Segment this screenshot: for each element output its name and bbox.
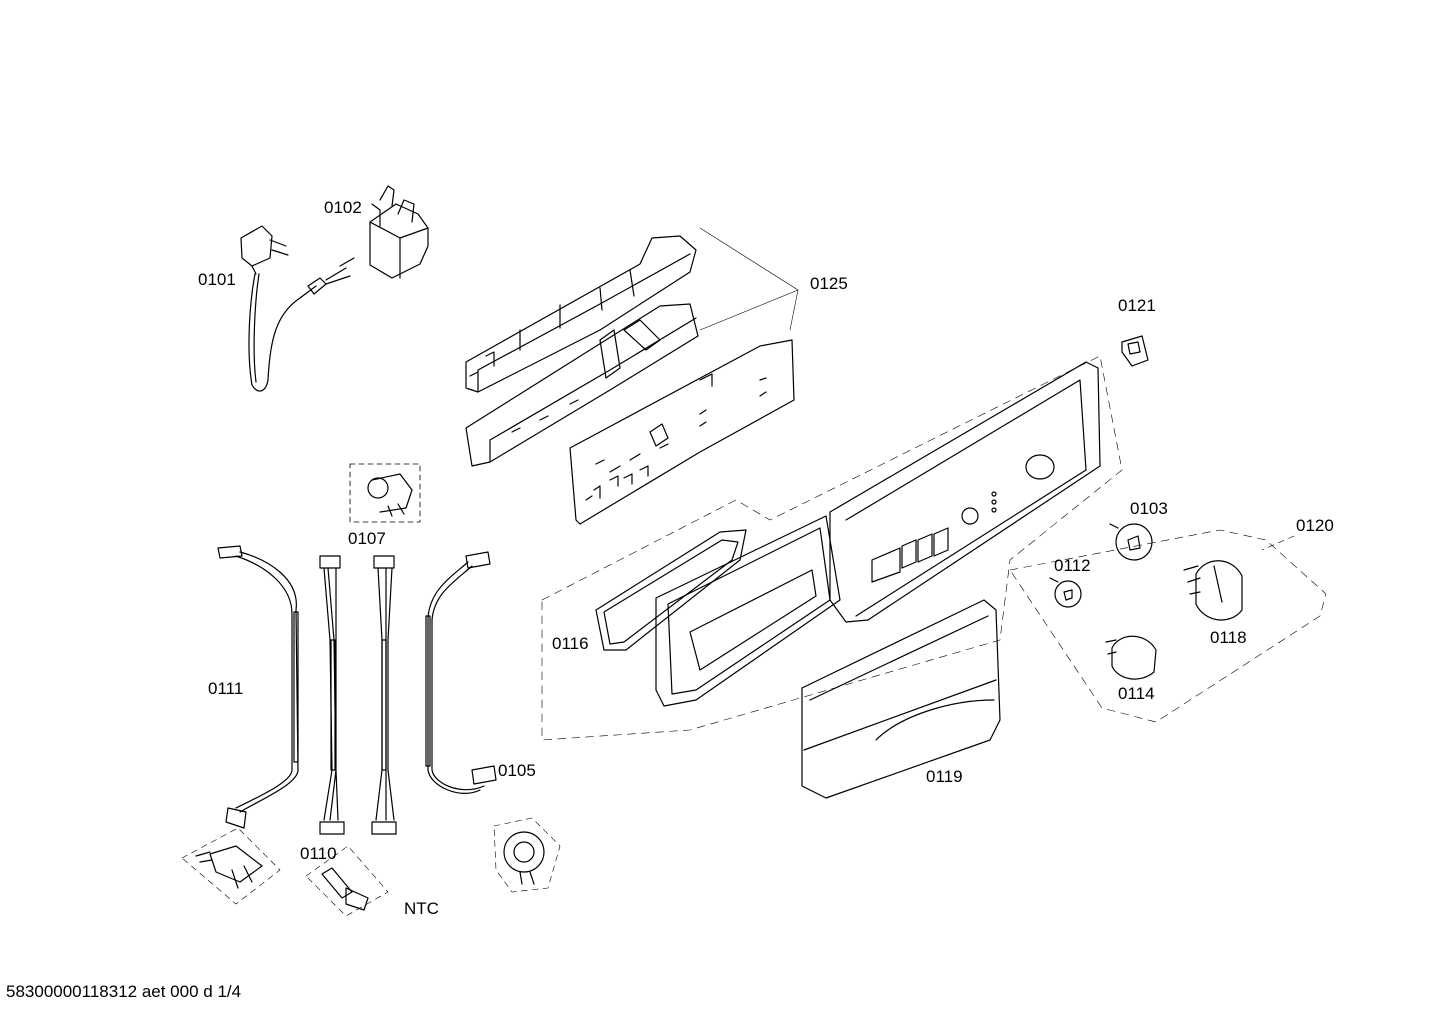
label-0119: 0119 (926, 767, 963, 786)
label-0118: 0118 (1210, 628, 1247, 647)
clip-0121 (1121, 335, 1149, 367)
label-ntc: NTC (404, 899, 439, 918)
heater-connector-group (181, 827, 281, 905)
wiring-harness-0111 (217, 545, 497, 835)
drawer-handle-0119 (801, 599, 1001, 799)
document-footer: 58300000118312 aet 000 d 1/4 (6, 982, 242, 1001)
label-0125: 0125 (810, 274, 848, 293)
label-0114: 0114 (1118, 684, 1155, 703)
control-panel-fascia-0116 (541, 355, 1123, 741)
ntc-sensor (305, 845, 389, 917)
label-0102: 0102 (324, 198, 362, 217)
label-0110: 0110 (300, 844, 337, 863)
label-0120: 0120 (1296, 516, 1334, 535)
label-0107: 0107 (348, 529, 386, 548)
power-cord-0101 (240, 225, 355, 392)
suppressor-0102 (369, 185, 429, 279)
control-module-frame-0125 (465, 227, 799, 525)
label-0116: 0116 (552, 634, 589, 653)
label-0101: 0101 (198, 270, 236, 289)
knobs-group-0120 (1009, 523, 1327, 723)
label-0103: 0103 (1130, 499, 1168, 518)
label-0111: 0111 (208, 679, 244, 698)
label-0121: 0121 (1118, 296, 1156, 315)
leader-lines (1261, 535, 1295, 551)
pressure-switch (493, 817, 561, 893)
label-0112: 0112 (1054, 556, 1091, 575)
selector-0107 (349, 463, 421, 523)
label-0105: 0105 (498, 761, 536, 780)
